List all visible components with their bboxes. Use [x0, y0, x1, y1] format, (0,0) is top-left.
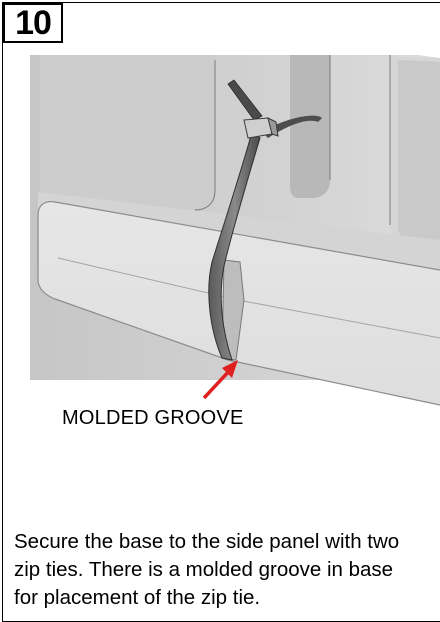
zip-tie-band	[208, 131, 261, 361]
instruction-text: Secure the base to the side panel with t…	[14, 528, 440, 612]
instruction-line: for placement of the zip tie.	[14, 586, 261, 609]
zip-tie-head	[243, 117, 279, 139]
assembly-illustration	[30, 55, 440, 406]
callout-arrow	[202, 360, 238, 400]
step-number: 10	[3, 3, 63, 43]
instruction-line: zip ties. There is a molded groove in ba…	[14, 558, 394, 581]
instruction-line: Secure the base to the side panel with t…	[14, 530, 400, 553]
panel-right-inner	[398, 60, 440, 245]
zip-tie-tail	[227, 79, 263, 121]
callout-label: MOLDED GROOVE	[62, 407, 244, 429]
panel-recess	[290, 55, 330, 198]
panel-left-post	[40, 55, 215, 210]
